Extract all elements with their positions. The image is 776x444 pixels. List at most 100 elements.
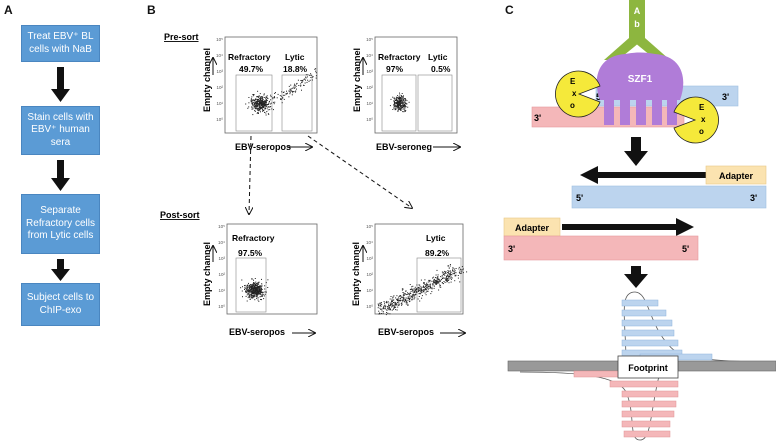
- scatter-point: [407, 106, 409, 108]
- arrow-right: [562, 218, 694, 236]
- scatter-point: [405, 99, 407, 100]
- scatter-point: [404, 110, 406, 112]
- scatter-point: [452, 267, 454, 269]
- flow-step-4: Subject cells to ChIP-exo: [21, 283, 100, 326]
- scatter-point: [449, 275, 451, 277]
- scatter-point: [258, 100, 260, 102]
- scatter-point: [424, 286, 426, 288]
- scatter-point: [256, 286, 258, 288]
- scatter-point: [447, 271, 449, 273]
- scatter-point: [305, 76, 307, 78]
- scatter-point: [447, 278, 449, 280]
- scatter-point: [283, 91, 285, 93]
- y-tick-label: 10²: [366, 272, 373, 277]
- scatter-point: [400, 303, 402, 305]
- scatter-point: [266, 95, 268, 97]
- scatter-point: [311, 79, 313, 81]
- scatter-point: [431, 287, 433, 289]
- scatter-point: [415, 288, 417, 290]
- scatter-point: [404, 106, 406, 108]
- scatter-point: [384, 305, 386, 307]
- scatter-point: [405, 290, 407, 292]
- scatter-point: [426, 287, 428, 289]
- scatter-point: [260, 103, 261, 104]
- scatter-point: [400, 108, 402, 110]
- scatter-point: [259, 292, 261, 294]
- scatter-point: [413, 288, 415, 290]
- scatter-point: [415, 293, 417, 295]
- scatter-point: [262, 294, 264, 296]
- scatter-point: [261, 287, 263, 289]
- gate-pct: 18.8%: [283, 64, 308, 74]
- svg-text:x: x: [572, 89, 577, 98]
- scatter-point: [412, 290, 414, 292]
- red-reads: [573, 370, 679, 438]
- scatter-point: [267, 98, 269, 100]
- scatter-point: [257, 284, 259, 285]
- scatter-point: [402, 296, 404, 298]
- scatter-point: [450, 281, 452, 283]
- scatter-point: [274, 101, 276, 103]
- scatter-point: [429, 285, 431, 287]
- antibody: A b: [604, 0, 670, 60]
- scatter-point: [436, 277, 438, 279]
- scatter-point: [259, 104, 261, 106]
- scatter-point: [402, 99, 404, 101]
- scatter-point: [253, 106, 255, 108]
- scatter-point: [402, 96, 404, 98]
- scatter-point: [254, 285, 256, 287]
- scatter-point: [423, 282, 425, 284]
- scatter-point: [449, 274, 451, 276]
- scatter-point: [378, 304, 380, 306]
- y-tick-label: 10¹: [216, 101, 223, 106]
- scatter-point: [259, 288, 261, 290]
- scatter-point: [261, 285, 263, 287]
- scatter-point: [249, 295, 251, 297]
- scatter-point: [303, 85, 305, 86]
- scatter-point: [248, 293, 250, 295]
- scatter-point: [256, 289, 258, 291]
- gate-pct: 0.5%: [431, 64, 451, 74]
- scatter-point: [400, 105, 401, 107]
- scatter-point: [254, 99, 255, 101]
- scatter-point: [435, 280, 437, 282]
- scatter-point: [402, 97, 404, 99]
- scatter-point: [247, 293, 249, 295]
- scatter-point: [385, 301, 387, 303]
- scatter-point: [397, 97, 399, 99]
- scatter-point: [435, 274, 437, 276]
- scatter-point: [445, 279, 447, 281]
- scatter-point: [438, 278, 440, 280]
- scatter-point: [394, 305, 396, 307]
- scatter-point: [398, 98, 400, 100]
- scatter-point: [419, 289, 421, 291]
- scatter-point: [390, 303, 392, 305]
- scatter-point: [254, 288, 256, 290]
- scatter-point: [398, 103, 400, 105]
- scatter-point: [423, 287, 425, 289]
- scatter-point: [312, 76, 313, 78]
- scatter-point: [294, 84, 296, 86]
- scatter-point: [426, 286, 428, 288]
- scatter-point: [254, 282, 256, 284]
- scatter-point: [258, 104, 260, 106]
- scatter-point: [250, 98, 252, 100]
- scatter-point: [392, 96, 394, 98]
- scatter-point: [256, 102, 258, 104]
- scatter-point: [254, 295, 256, 297]
- scatter-point: [253, 284, 255, 286]
- scatter-point: [420, 290, 422, 292]
- scatter-point: [401, 96, 403, 97]
- scatter-point: [264, 104, 266, 106]
- scatter-point: [249, 288, 251, 290]
- scatter-point: [261, 105, 263, 107]
- scatter-point: [403, 301, 405, 303]
- scatter-point: [409, 292, 411, 294]
- scatter-point: [255, 105, 257, 107]
- scatter-point: [252, 288, 254, 290]
- scatter-point: [265, 102, 267, 104]
- scatter-point: [254, 291, 256, 293]
- scatter-point: [263, 97, 265, 98]
